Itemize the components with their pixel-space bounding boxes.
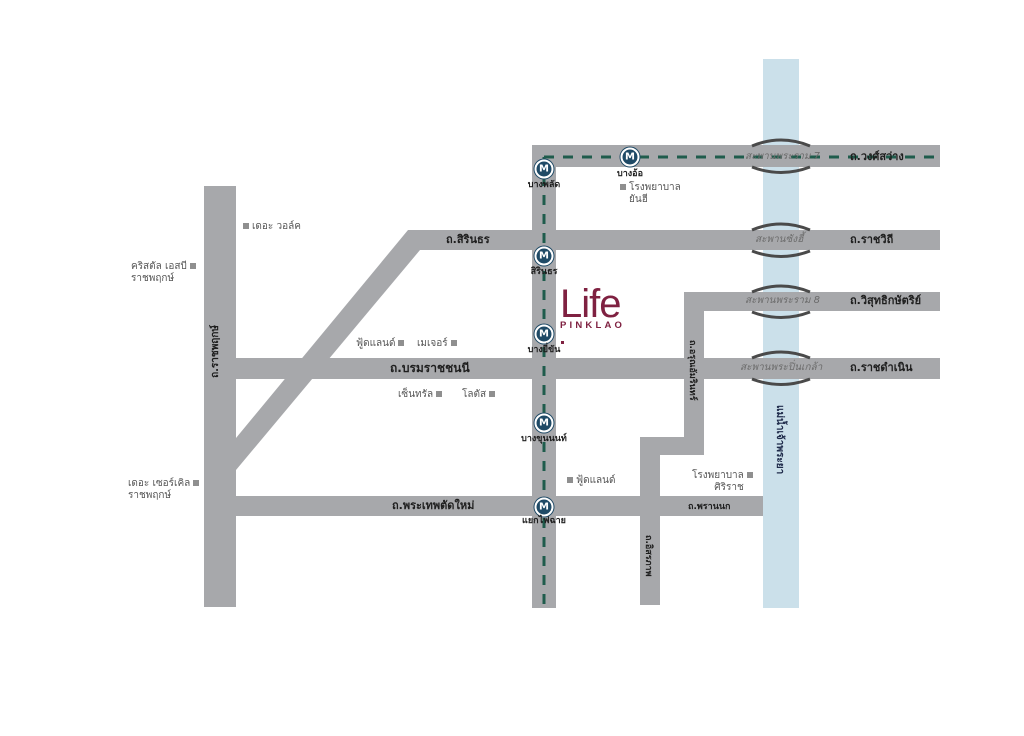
station-label-sirindhorn: สิรินธร [530,267,558,277]
road-label-phranok: ถ.พรานนก [688,502,731,512]
poi-marker-icon [450,340,457,346]
poi-marker-icon [620,184,626,190]
road-label-ratchadamnoen: ถ.ราชดำเนิน [850,361,913,374]
road-borommaratchachonnani [236,358,940,379]
mrt-icon-sirindhorn[interactable]: M [534,246,554,266]
road-itsaraphap [640,437,660,605]
poi-foodland-2: ฟู้ดแลนด์ [564,475,615,487]
station-label-bang-khun-non: บางขุนนนท์ [521,434,567,444]
logo-title: Life [560,282,622,326]
river-label: แม่น้ำเจ้าพระยา [774,405,785,475]
road-label-arun-amarin: ถ.อรุณอัมรินทร์ [687,340,697,401]
poi-marker-icon [189,263,196,269]
life-pinklao-logo: Life PINKLAO [560,284,625,331]
road-label-borommaratchachonnani: ถ.บรมราชชนนี [390,361,470,375]
project-location-marker [561,341,564,344]
poi-the-circle: เดอะ เซอร์เคิล ราชพฤกษ์ [128,478,202,502]
poi-marker-icon [746,472,753,478]
road-arun-amarin-upper [684,292,704,455]
poi-foodland-1: ฟู้ดแลนด์ [356,338,407,350]
poi-central: เซ็นทรัล [398,389,445,401]
roads [204,145,940,608]
poi-marker-icon [567,477,573,483]
road-diagonal [236,230,428,470]
mrt-icon-bang-yi-khan[interactable]: M [534,324,554,344]
poi-marker-icon [436,391,443,397]
mrt-icon-bang-phlat[interactable]: M [534,159,554,179]
poi-marker-icon [489,391,496,397]
station-label-bang-phlat: บางพลัด [527,180,561,190]
road-label-ratchawithi: ถ.ราชวิถี [850,233,894,246]
road-label-sirindhorn: ถ.สิรินธร [446,233,490,246]
poi-marker-icon [193,480,200,486]
poi-yanhee-hospital: โรงพยาบาล ยันฮี [617,182,681,206]
poi-the-walk: เดอะ วอล์ค [240,221,301,233]
bridge-label-rama-7: สะพานพระราม 7 [745,151,820,162]
bridge-label-sang-hi: สะพานซังฮี้ [755,234,804,245]
station-label-bang-o: บางอ้อ [617,169,643,179]
poi-major: เมเจอร์ [417,338,460,350]
road-label-ratchaphruek: ถ.ราชพฤกษ์ [210,325,221,378]
station-label-yaek-fai-chai: แยกไฟฉาย [522,516,566,526]
road-ratchaphruek [204,186,236,607]
poi-marker-icon [243,223,249,229]
road-label-phra-thep-tat-mai: ถ.พระเทพตัดใหม่ [392,499,475,512]
station-label-bang-yi-khan: บางยี่ขัน [527,345,561,355]
road-label-wongsawang: ถ.วงศ์สว่าง [850,150,904,163]
logo-subtitle: PINKLAO [560,320,626,331]
road-label-itsaraphap: ถ.อิสรภาพ [643,535,653,577]
mrt-icon-bang-khun-non[interactable]: M [534,413,554,433]
bridge-label-rama-8: สะพานพระราม 8 [745,295,820,306]
mrt-line [542,155,940,608]
poi-siriraj-hospital: โรงพยาบาล ศิริราช [692,470,756,494]
mrt-icon-bang-o[interactable]: M [620,147,640,167]
poi-lotus: โลตัส [462,389,498,401]
bridge-arcs [751,138,811,386]
road-phra-thep-tat-mai [236,496,763,516]
road-wisutkasat [684,292,940,311]
mrt-icon-yaek-fai-chai[interactable]: M [534,497,554,517]
poi-crystal-sb: คริสตัล เอสบี ราชพฤกษ์ [131,261,199,285]
road-label-wisutkasat: ถ.วิสุทธิกษัตริย์ [850,294,922,307]
bridge-label-phra-pinklao: สะพานพระปิ่นเกล้า [740,362,823,373]
poi-marker-icon [398,340,405,346]
